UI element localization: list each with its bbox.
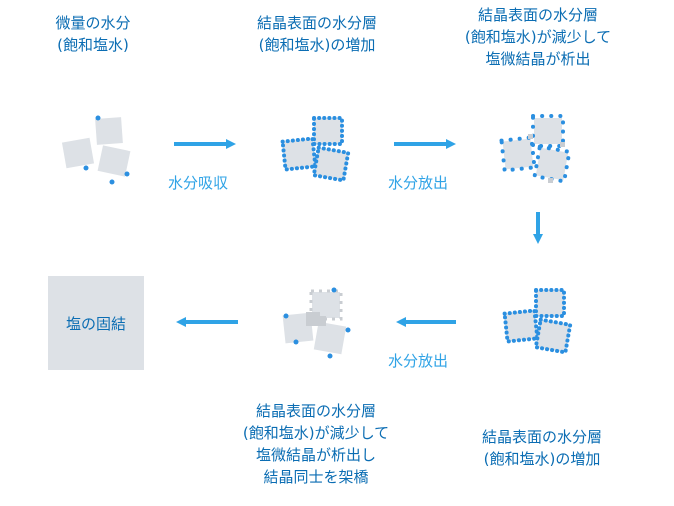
water-dot: [331, 287, 337, 293]
step1-label: 微量の水分 (飽和塩水): [38, 12, 148, 56]
arrow1-label: 水分吸収: [168, 174, 229, 192]
crystal: [535, 147, 569, 181]
crystal-group-5: [282, 287, 351, 359]
crystal: [502, 138, 534, 170]
step5-line3: 塩微結晶が析出し: [255, 446, 376, 464]
crystal-group-3: [499, 114, 572, 184]
step2-label: 結晶表面の水分層 (飽和塩水)の増加: [232, 12, 402, 56]
step2-line1: 結晶表面の水分層: [256, 14, 377, 32]
water-dot: [283, 313, 289, 319]
step5-line4: 結晶同士を架橋: [263, 468, 369, 486]
crystal: [95, 117, 123, 145]
step4-line1: 結晶表面の水分層: [481, 428, 602, 446]
step3-line1: 結晶表面の水分層: [477, 6, 598, 24]
arrow4-label: 水分放出: [388, 352, 449, 370]
crystal: [502, 308, 540, 344]
crystal: [280, 136, 318, 172]
step1-line1: 微量の水分: [55, 14, 131, 32]
water-dot: [109, 179, 115, 185]
water-dot: [124, 171, 130, 177]
crystal-group-2: [280, 116, 351, 183]
water-dot: [95, 115, 101, 121]
arrow2-label: 水分放出: [388, 174, 449, 192]
crystal: [532, 144, 572, 184]
step5-label: 結晶表面の水分層 (飽和塩水)が減少して 塩微結晶が析出し 結晶同士を架橋: [216, 400, 416, 488]
step4-line2: (飽和塩水)の増加: [483, 450, 601, 468]
crystal-group-1: [61, 115, 131, 185]
step1-line2: (飽和塩水): [57, 36, 129, 54]
result-label: 塩の固結: [65, 314, 126, 333]
micro-crystal: [528, 134, 533, 139]
crystal: [533, 317, 573, 355]
crystal: [61, 137, 95, 169]
bridge: [306, 312, 320, 326]
step5-line2: (飽和塩水)が減少して: [242, 424, 390, 442]
step3-line3: 塩微結晶が析出: [485, 50, 591, 68]
water-dot: [293, 339, 299, 345]
water-dot: [83, 165, 89, 171]
step4-label: 結晶表面の水分層 (飽和塩水)の増加: [452, 426, 632, 470]
micro-crystal: [548, 178, 553, 183]
step2-line2: (飽和塩水)の増加: [258, 36, 376, 54]
crystal: [282, 312, 314, 344]
crystal: [534, 288, 566, 318]
crystal: [313, 321, 347, 355]
crystal: [499, 135, 537, 173]
micro-crystal: [560, 142, 565, 147]
crystal: [97, 145, 131, 177]
result-box: 塩の固結: [48, 276, 144, 370]
crystal: [531, 114, 565, 148]
crystal: [534, 118, 562, 144]
step3-label: 結晶表面の水分層 (飽和塩水)が減少して 塩微結晶が析出: [438, 4, 638, 70]
water-dot: [327, 353, 333, 359]
crystal: [311, 145, 351, 183]
crystal: [312, 116, 344, 146]
water-dot: [345, 327, 351, 333]
bridge: [318, 316, 326, 326]
crystal-group-4: [502, 288, 573, 355]
step5-line1: 結晶表面の水分層: [255, 402, 376, 420]
crystal: [309, 289, 343, 321]
step3-line2: (飽和塩水)が減少して: [464, 28, 612, 46]
